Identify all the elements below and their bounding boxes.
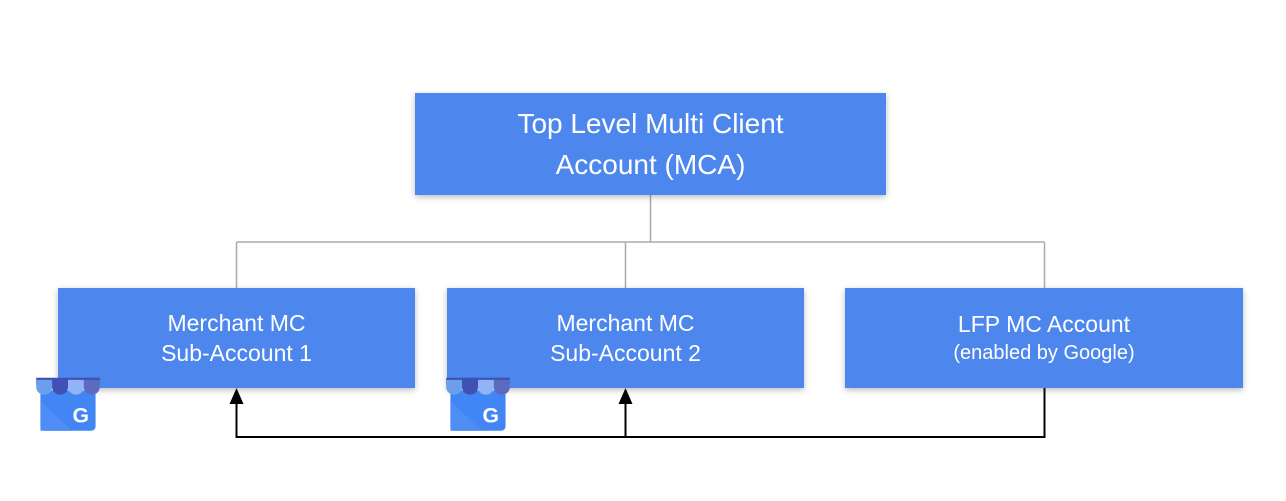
up-arrowhead [229,388,244,404]
node-lfp-mc-account: LFP MC Account (enabled by Google) [845,288,1243,388]
feed-flow-line [235,388,1046,438]
up-arrowhead [618,388,633,404]
node-label-line: Top Level Multi Client [517,108,784,139]
icon-g-letter: G [72,404,89,427]
node-label-line: Merchant MC [556,310,695,336]
node-label-line: Sub-Account 2 [550,340,701,366]
node-label-line: Sub-Account 1 [161,340,312,366]
node-label-line: Merchant MC [167,310,306,336]
icon-g-letter: G [482,404,499,427]
tree-connector-lines [235,195,1046,290]
node-merchant-sub-account-2: Merchant MC Sub-Account 2 [447,288,804,388]
node-top-level-mca: Top Level Multi Client Account (MCA) [415,93,886,195]
google-my-business-icon: G [36,377,100,431]
node-label-line: (enabled by Google) [953,342,1135,364]
google-my-business-icon: G [446,377,510,431]
node-merchant-sub-account-1: Merchant MC Sub-Account 1 [58,288,415,388]
node-label-line: LFP MC Account [957,311,1131,337]
node-label-line: Account (MCA) [555,149,746,180]
